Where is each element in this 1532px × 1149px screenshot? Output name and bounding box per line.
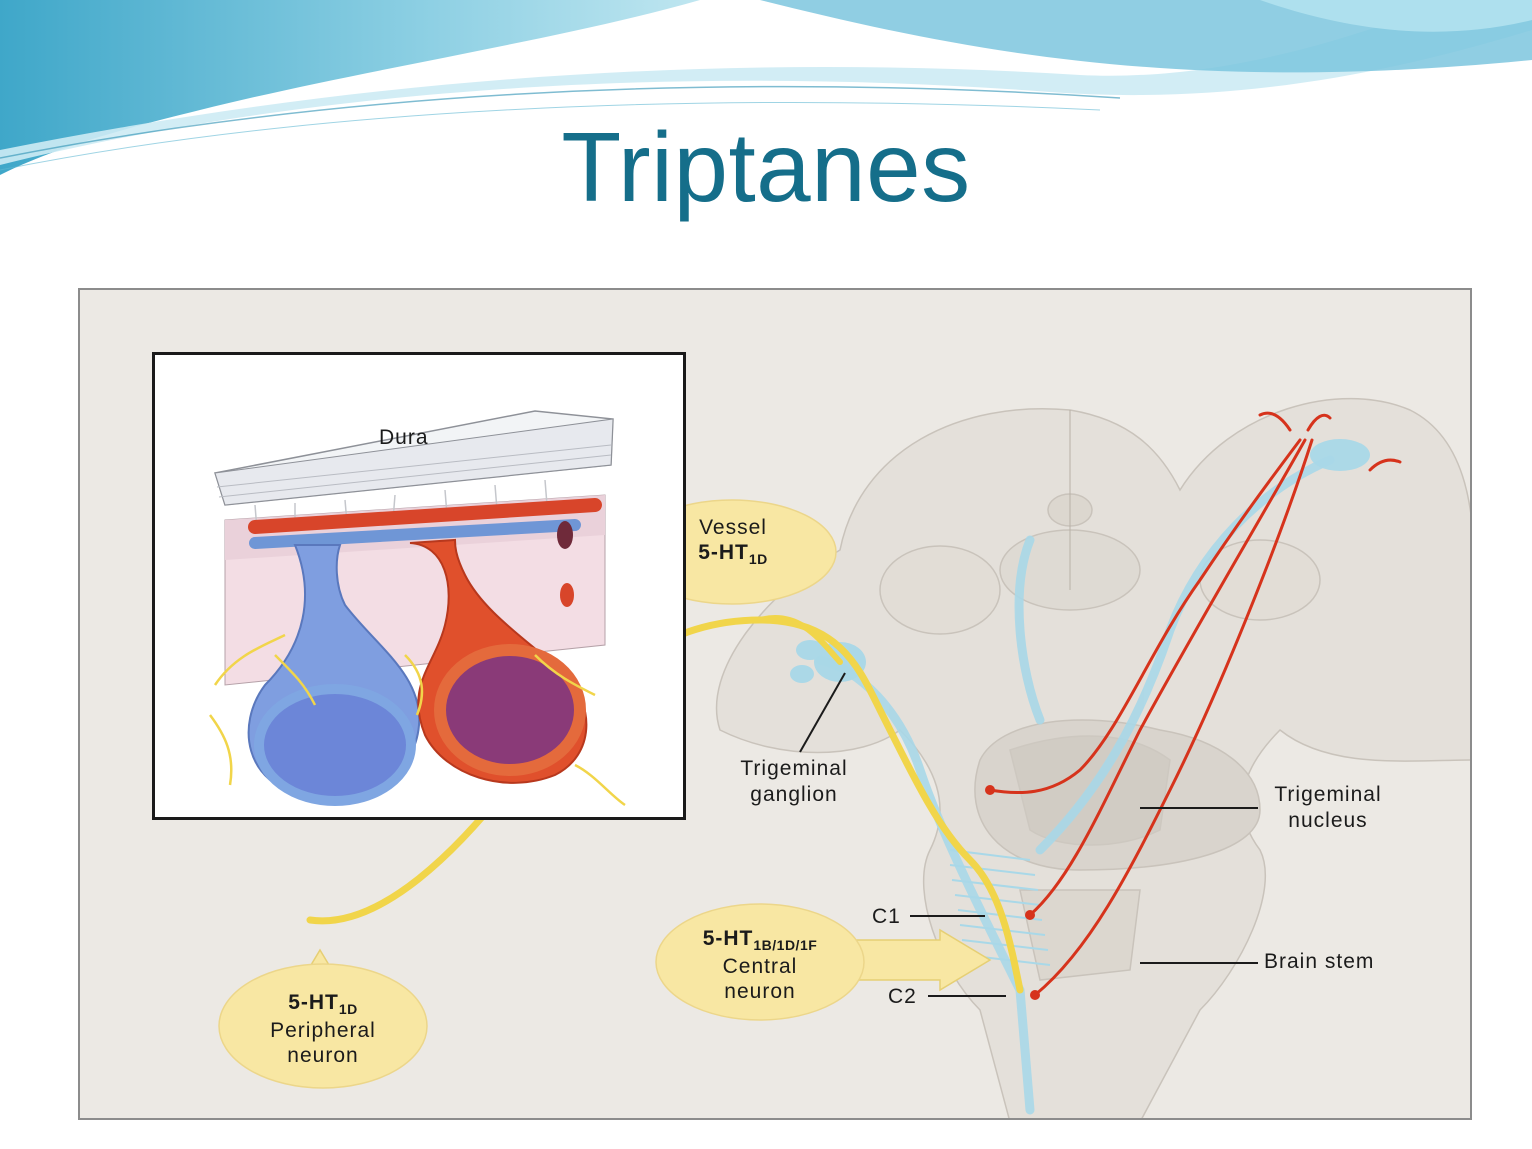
c1-label: C1	[872, 905, 901, 928]
brainstem-illustration	[218, 397, 1470, 1118]
central-receptor-name: 5-HT	[702, 927, 754, 950]
trigeminal-nucleus-label-line1: Trigeminal	[1274, 783, 1382, 806]
trigeminal-nucleus-label-line2: nucleus	[1288, 809, 1368, 833]
dura-label: Dura	[379, 426, 429, 449]
peripheral-receptor-subscript: 1D	[338, 1001, 358, 1017]
peripheral-callout-line2: Peripheral	[270, 1018, 376, 1042]
header-wave-decoration	[0, 0, 1532, 175]
red-terminals	[985, 785, 1040, 1000]
ganglion-branch-yellow	[757, 615, 843, 665]
trigeminal-ganglion-label-line2: ganglion	[750, 783, 838, 807]
dura-inset: Dura	[152, 352, 686, 820]
central-callout-receptor: 5-HT1B/1D/1F	[660, 926, 860, 954]
peripheral-callout-line3: neuron	[287, 1043, 359, 1067]
dura-vessels-illustration	[208, 410, 626, 807]
peripheral-receptor-callout: 5-HT1D Peripheral neuron	[230, 990, 416, 1068]
red-pathways	[988, 411, 1402, 997]
trigeminal-ganglion-label: Trigeminal ganglion	[722, 756, 866, 809]
vessel-receptor-name: 5-HT	[698, 541, 749, 565]
trigeminal-ganglion-label-line1: Trigeminal	[740, 757, 848, 780]
leader-lines	[799, 672, 1258, 997]
peripheral-callout-receptor: 5-HT1D	[230, 990, 416, 1018]
central-callout-line3: neuron	[724, 979, 796, 1003]
central-receptor-subscript: 1B/1D/1F	[753, 937, 818, 953]
brain-stem-label: Brain stem	[1264, 950, 1375, 973]
central-callout-line2: Central	[722, 954, 798, 978]
c2-label: C2	[888, 985, 917, 1008]
trigeminal-nucleus-label: Trigeminal nucleus	[1256, 782, 1400, 835]
blue-bulbs	[790, 439, 1370, 683]
peripheral-receptor-name: 5-HT	[288, 991, 339, 1014]
vessel-receptor-callout: Vessel 5-HT1D	[640, 515, 826, 568]
vessel-callout-receptor: 5-HT1D	[640, 540, 826, 568]
central-receptor-callout: 5-HT1B/1D/1F Central neuron	[660, 926, 860, 1004]
triptan-mechanism-figure: Dura Vessel 5-HT1D 5-HT1D Peripheral neu…	[78, 288, 1472, 1120]
vessel-callout-line1: Vessel	[699, 516, 767, 539]
slide-title: Triptanes	[561, 112, 971, 222]
vessel-receptor-subscript: 1D	[748, 551, 768, 568]
brain-outline	[715, 397, 1470, 1118]
